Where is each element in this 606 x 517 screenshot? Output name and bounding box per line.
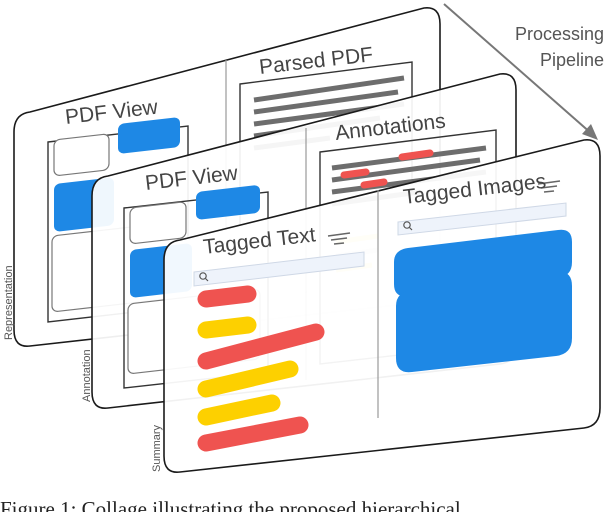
filter-icon[interactable] (537, 180, 561, 193)
tag-bar[interactable] (197, 394, 281, 426)
summary-side-label: Summary (151, 424, 163, 472)
search-icon (199, 272, 209, 282)
tag-bar[interactable] (197, 323, 325, 370)
arrow-icon (443, 3, 593, 135)
tag-bar[interactable] (197, 360, 299, 398)
summary-panel: Tagged Text Tagged Images Summary (151, 139, 601, 473)
representation-side-label: Representation (3, 265, 15, 340)
figure-caption: Figure 1: Collage illustrating the propo… (0, 497, 461, 512)
tagged-images-search-bar[interactable] (397, 202, 567, 236)
pipeline-label-line1: Processing (515, 24, 604, 44)
tagged-text-search-bar[interactable] (193, 251, 365, 287)
tag-bar[interactable] (197, 416, 309, 452)
pipeline-label-line2: Pipeline (540, 50, 604, 70)
processing-pipeline-arrow: Processing Pipeline (443, 3, 604, 140)
tag-bar[interactable] (197, 316, 257, 339)
tag-bar[interactable] (197, 285, 257, 308)
search-icon (403, 221, 413, 231)
annotation-side-label: Annotation (81, 349, 93, 402)
tagged-text-list (197, 285, 325, 452)
image-tag-block[interactable] (396, 271, 572, 373)
filter-icon[interactable] (327, 232, 351, 245)
tagged-images-list (394, 229, 572, 373)
